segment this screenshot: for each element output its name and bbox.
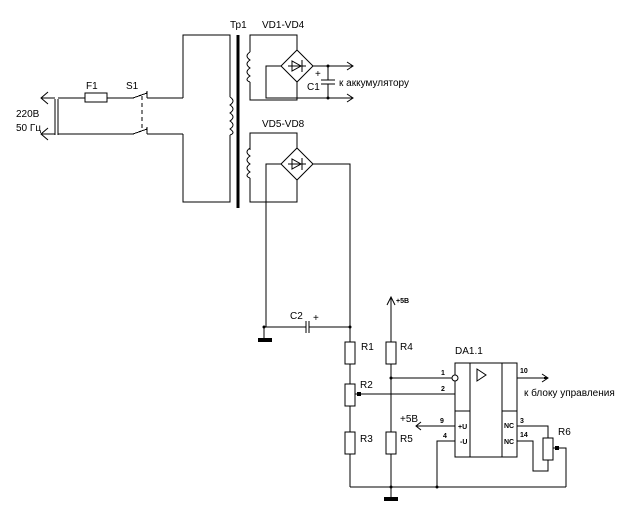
resistor-r5: [385, 431, 397, 455]
resistor-r4: [385, 341, 397, 365]
r2-wiper-icon: [357, 392, 361, 396]
potentiometer-r2: [344, 383, 356, 407]
ic-da1-1: DA1.1 1 2 +5В 9 +U 4 -U 10 к блоку управ…: [400, 346, 615, 487]
battery-arrow-bottom-icon: [346, 93, 354, 103]
c1-label: C1: [307, 82, 320, 93]
secondary-winding-2-icon: [246, 147, 251, 179]
inverting-input-bubble-icon: [451, 374, 459, 382]
fuse-f1: F1: [58, 81, 133, 103]
mains-frequency-label: 50 Гц: [16, 123, 41, 134]
transformer-label: Тр1: [230, 20, 247, 31]
mains-voltage-label: 220В: [16, 109, 40, 120]
r4-label: R4: [400, 342, 413, 353]
ground-symbol-1-icon: [258, 338, 272, 342]
pin-2-label: 2: [441, 386, 445, 393]
r2-label: R2: [360, 380, 373, 391]
diode-bridge-2-icon: [280, 147, 314, 181]
primary-winding-icon: [229, 96, 234, 136]
supply-mid-label: +5В: [400, 414, 418, 425]
r6-label: R6: [558, 427, 571, 438]
pin-1-label: 1: [441, 370, 445, 377]
supply-arrow-mid-icon: [415, 421, 422, 431]
r1-label: R1: [361, 342, 374, 353]
ground-symbol-2-icon: [384, 497, 398, 501]
diode-bridge-1-icon: [280, 49, 314, 83]
fuse-label: F1: [86, 81, 98, 92]
mains-input: 220В 50 Гц: [16, 91, 59, 141]
switch-s1: S1: [58, 81, 183, 135]
switch-label: S1: [126, 81, 139, 92]
supply-top-label: +5В: [396, 298, 409, 305]
control-output-label: к блоку управления: [524, 387, 615, 399]
supply-arrow-top-icon: [386, 295, 396, 306]
divider-r1-r2-r3: R1 R2 R3: [344, 327, 455, 487]
ic-label: DA1.1: [455, 346, 483, 357]
plus-u-label: +U: [458, 424, 467, 431]
pin-4-label: 4: [443, 433, 447, 440]
pin-9-label: 9: [440, 418, 444, 425]
nc1-label: NC: [504, 423, 514, 430]
bridge-vd1-vd4: VD1-VD4: [262, 20, 354, 103]
c2-label: C2: [290, 311, 303, 322]
r6-wiper-icon: [555, 446, 559, 450]
pin-14-label: 14: [520, 432, 528, 439]
output-arrow-icon: [541, 373, 549, 383]
nc2-label: NC: [504, 439, 514, 446]
opamp-triangle-icon: [476, 368, 487, 382]
minus-u-label: -U: [460, 439, 467, 446]
c1-polarity: +: [315, 69, 321, 80]
resistor-r6: [542, 437, 554, 461]
ground-bus: [350, 485, 566, 501]
r3-label: R3: [360, 434, 373, 445]
bridge1-label: VD1-VD4: [262, 20, 305, 31]
battery-arrow-top-icon: [346, 61, 354, 71]
resistor-r1: [344, 341, 356, 365]
c2-polarity: +: [313, 313, 319, 324]
bridge2-label: VD5-VD8: [262, 119, 305, 130]
capacitor-c2: C2 +: [258, 311, 352, 342]
secondary-winding-1-icon: [246, 51, 251, 83]
divider-r4-r5: +5В R4 R5: [385, 295, 452, 497]
bridge-vd5-vd8: VD5-VD8: [262, 119, 351, 327]
capacitor-c1: + C1 к аккумулятору: [307, 64, 409, 100]
transformer-tp1: Тр1: [182, 20, 298, 208]
r5-label: R5: [400, 434, 413, 445]
pin-3-label: 3: [520, 418, 524, 425]
resistor-r3: [344, 431, 356, 455]
pin-10-label: 10: [520, 368, 528, 375]
potentiometer-r6: R6: [542, 427, 571, 487]
battery-output-label: к аккумулятору: [339, 78, 409, 89]
